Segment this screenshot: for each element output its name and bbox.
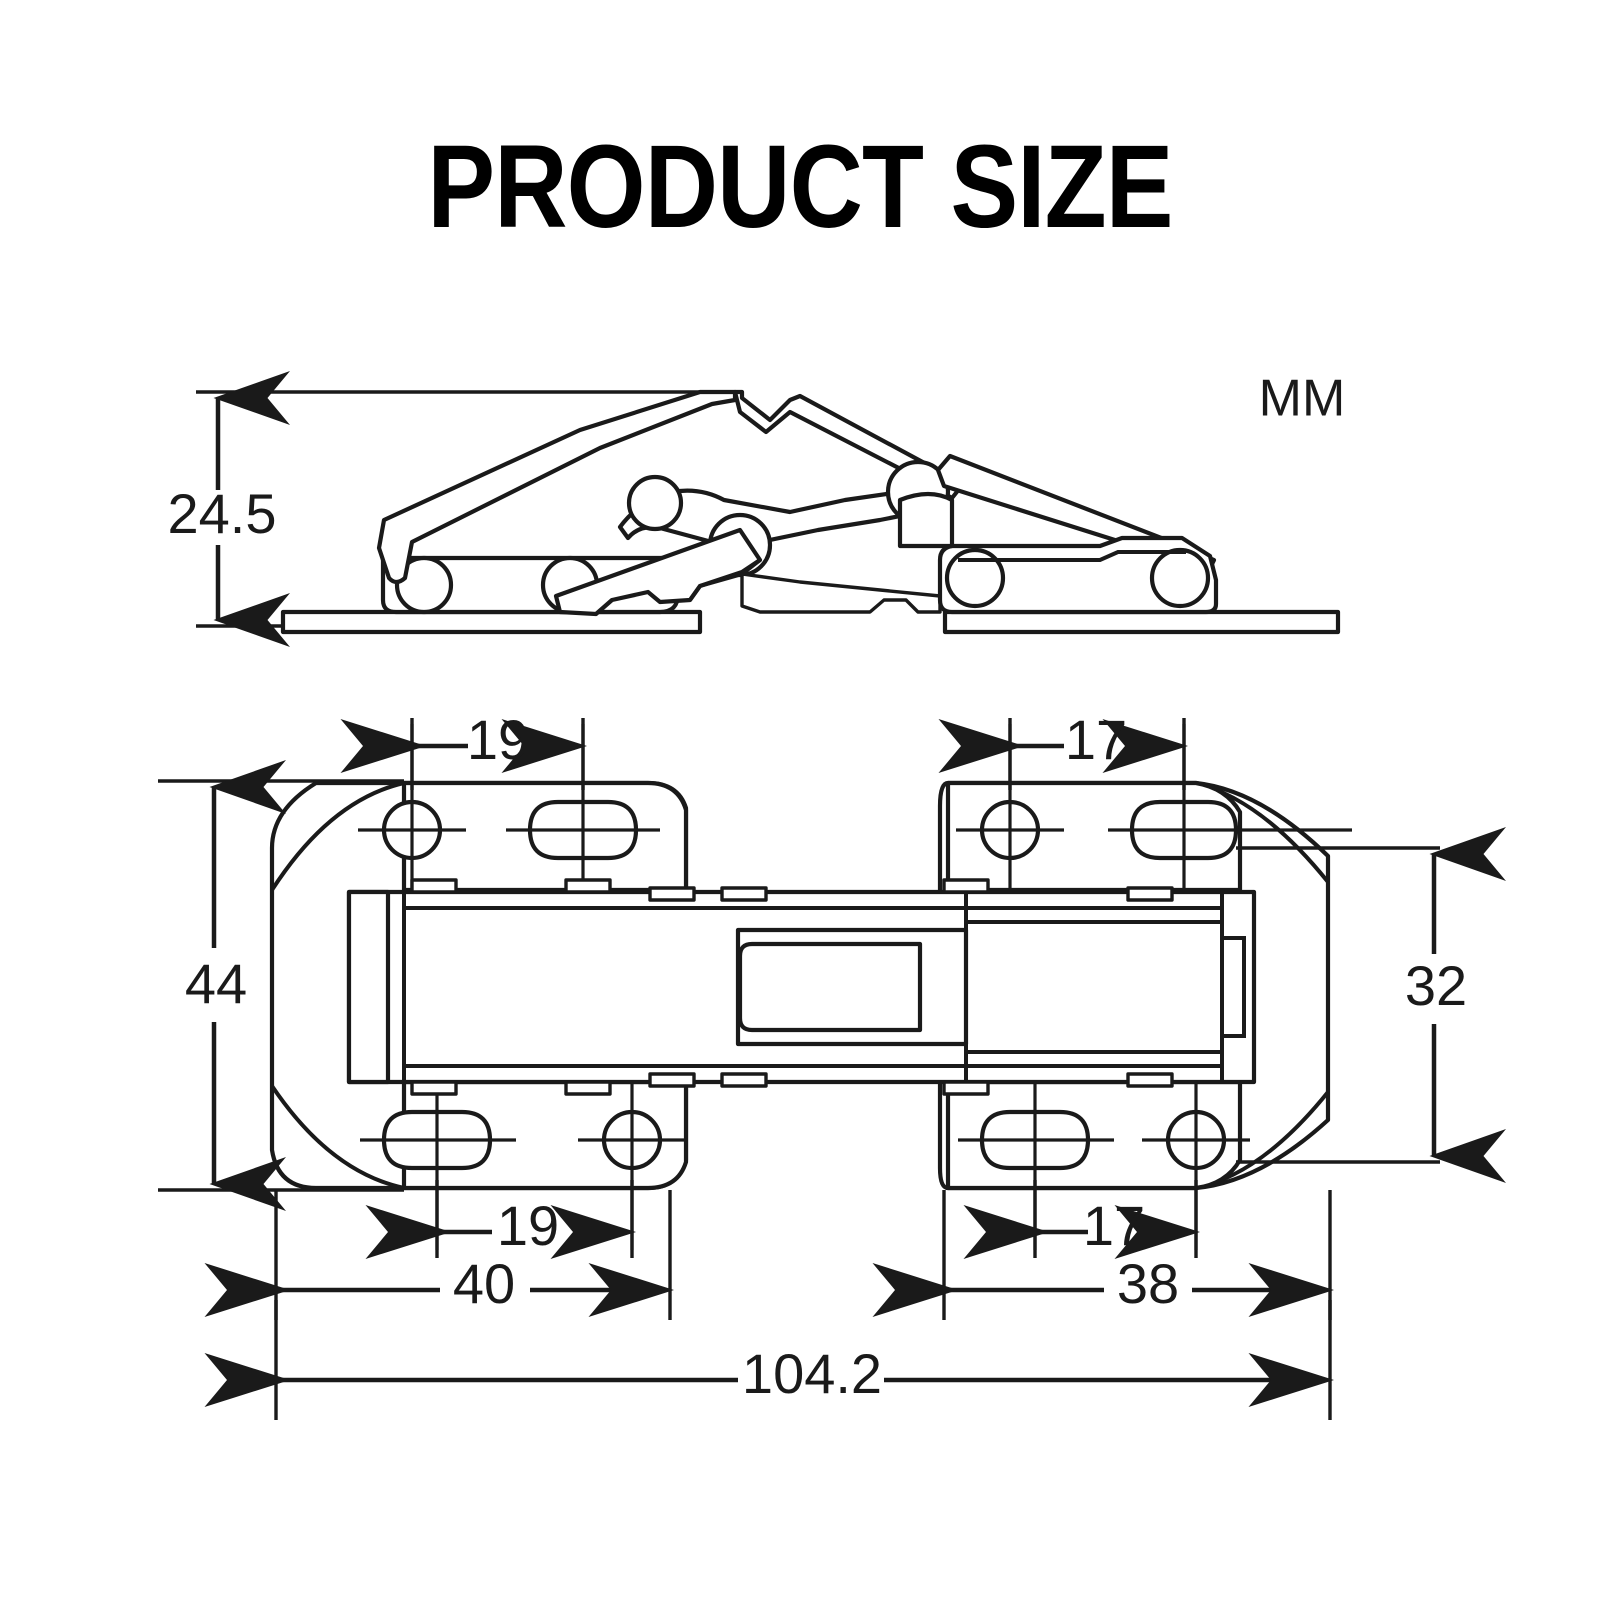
dim-19-top-left-text: 19 — [467, 708, 529, 771]
plan-view-dimensions: 19 17 19 17 44 — [158, 708, 1506, 1420]
dim-height-text: 24.5 — [168, 482, 277, 545]
dim-17-top-right-text: 17 — [1065, 708, 1127, 771]
arm-tab-t3 — [648, 886, 696, 902]
arm-tab-t1 — [410, 878, 458, 894]
dim-32-text: 32 — [1405, 954, 1467, 1017]
arm-tab-t4 — [720, 886, 768, 902]
dim-17-bot-right-text: 17 — [1083, 1194, 1145, 1257]
arm-tab-t6 — [1126, 886, 1174, 902]
side-elevation-view: 24.5 — [168, 371, 1341, 647]
side-pivot-circle-a — [626, 474, 684, 532]
arm-tab-t5 — [942, 878, 990, 894]
side-left-pivot-hole-1 — [394, 555, 454, 615]
side-right-bracket-tab — [897, 491, 955, 549]
unit-label: MM — [1259, 370, 1346, 428]
arm-tab-t2 — [564, 878, 612, 894]
side-left-base-plate — [280, 609, 703, 635]
arm-tab-b2 — [564, 1080, 612, 1096]
dim-19-bot-left-text: 19 — [497, 1194, 559, 1257]
side-right-pivot-hole-2 — [1149, 547, 1211, 609]
arm-tab-b1 — [410, 1080, 458, 1096]
dim-1042-text: 104.2 — [742, 1342, 882, 1405]
side-center-base-profile — [740, 572, 942, 614]
dim-40-text: 40 — [453, 1252, 515, 1315]
arm-tab-b6 — [1126, 1072, 1174, 1088]
center-arm-left-endcap — [346, 889, 391, 1085]
center-cavity-inner — [737, 941, 923, 1033]
left-plate-corner-bottom — [270, 1084, 405, 1190]
side-right-pivot-hole-1 — [944, 547, 1006, 609]
left-plate-corner-top — [270, 781, 405, 892]
arm-tab-b4 — [720, 1072, 768, 1088]
plan-view — [269, 724, 1352, 1250]
side-right-base-plate — [942, 609, 1341, 635]
arm-tab-b5 — [942, 1080, 990, 1096]
arm-tab-b3 — [648, 1072, 696, 1088]
side-right-inner-edge — [958, 550, 1186, 562]
side-left-upper-arm — [376, 389, 738, 585]
center-right-endcap — [1222, 936, 1246, 1038]
dim-38-text: 38 — [1117, 1252, 1179, 1315]
page-title: PRODUCT SIZE — [427, 121, 1173, 253]
dim-44-text: 44 — [185, 952, 247, 1015]
side-right-body-block — [937, 535, 1219, 615]
side-center-notch — [688, 558, 762, 602]
